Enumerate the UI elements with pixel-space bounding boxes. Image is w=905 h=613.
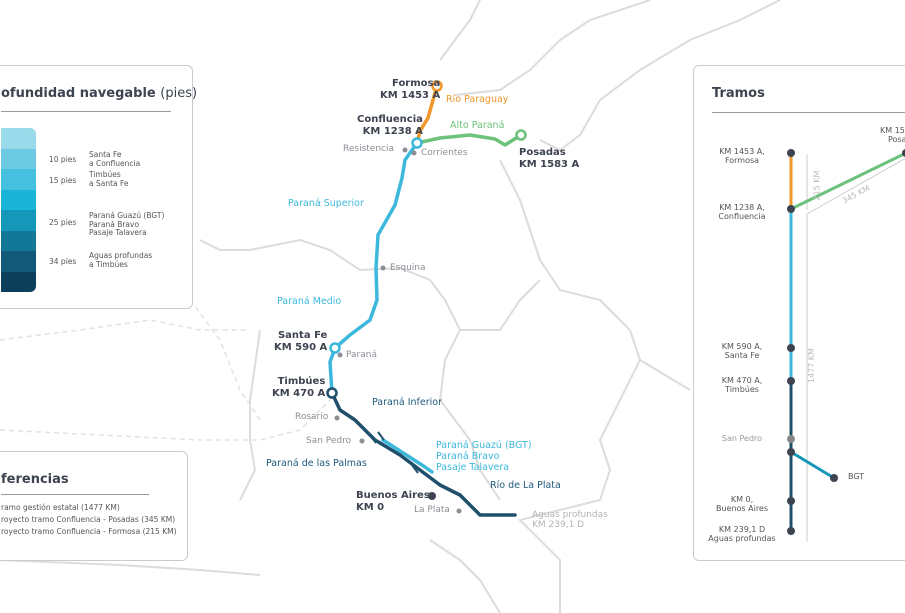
dist-215: 215 KM xyxy=(812,170,822,201)
parana-inferior-label: Paraná Inferior xyxy=(372,397,442,408)
santafe-node[interactable] xyxy=(329,342,341,354)
city-corrientes: Corrientes xyxy=(421,148,468,158)
route-bgt xyxy=(381,438,434,474)
depth-swatch xyxy=(1,251,36,272)
reference-item: royecto tramo Confluencia - Posadas (345… xyxy=(1,515,176,524)
depth-34: 34 pies xyxy=(49,257,77,266)
city-esquina: Esquina xyxy=(390,263,426,273)
depth-swatch xyxy=(1,148,36,169)
map-borders xyxy=(0,0,781,613)
palmas-label: Paraná de las Palmas xyxy=(266,458,367,469)
node-confluencia: KM 1238 A,Confluencia xyxy=(718,203,766,222)
alto-parana-label: Alto Paraná xyxy=(450,120,505,131)
references-panel: ferencias ramo gestión estatal (1477 KM)… xyxy=(0,451,188,561)
route-orange xyxy=(415,84,439,145)
tramos-diagram xyxy=(787,149,905,542)
depth-10: 10 pies xyxy=(49,155,77,164)
reference-item: royecto tramo Confluencia - Formosa (215… xyxy=(1,527,177,536)
city-resistencia: Resistencia xyxy=(343,144,394,154)
buenosaires-node[interactable] xyxy=(428,492,436,500)
depth-swatch xyxy=(1,189,36,210)
node-buenosaires: KM 0,Buenos Aires xyxy=(715,495,769,514)
references-title: ferencias xyxy=(1,472,69,487)
parana-superior-label: Paraná Superior xyxy=(288,198,364,209)
city-parana: Paraná xyxy=(346,350,377,360)
posadas-node[interactable] xyxy=(515,129,527,141)
timbues-node[interactable] xyxy=(326,387,338,399)
depth-swatch xyxy=(1,210,36,231)
node-timbues: KM 470 A,Timbúes xyxy=(721,376,763,395)
depth-25: 25 pies xyxy=(49,218,77,227)
confluencia-node[interactable] xyxy=(411,137,423,149)
depth-swatch xyxy=(1,230,36,251)
rio-de-la-plata-label: Río de La Plata xyxy=(490,480,561,491)
tramos-title: Tramos xyxy=(712,86,765,101)
node-bgt: BGT xyxy=(848,472,865,481)
route-dark xyxy=(330,391,517,517)
city-sanpedro: San Pedro xyxy=(306,436,352,446)
node-santafe: KM 590 A,Santa Fe xyxy=(721,342,763,361)
reference-item: ramo gestión estatal (1477 KM) xyxy=(1,503,120,512)
depth-swatch xyxy=(1,128,36,149)
route-green xyxy=(415,133,523,147)
parana-medio-label: Paraná Medio xyxy=(277,296,342,307)
rio-paraguay-label: Río Paraguay xyxy=(446,94,509,105)
city-rosario: Rosario xyxy=(295,412,329,422)
node-sanpedro: San Pedro xyxy=(721,434,763,443)
city-laplata: La Plata xyxy=(414,505,450,515)
tramos-panel: Tramos KM 1453 A,Formosa KM 1238 A,Confl… xyxy=(693,65,905,561)
depth-swatch xyxy=(1,169,36,190)
depth-15: 15 pies xyxy=(49,176,77,185)
depth-legend-panel: ofundidad navegable (pies) 10 pies Santa… xyxy=(0,65,197,309)
depth-color-scale xyxy=(1,128,36,292)
depth-legend-title: ofundidad navegable (pies) xyxy=(1,86,198,101)
node-formosa: KM 1453 A,Formosa xyxy=(719,147,765,166)
dist-1477: 1477 KM xyxy=(806,348,816,384)
depth-swatch xyxy=(1,271,36,292)
formosa-node[interactable] xyxy=(431,80,443,92)
